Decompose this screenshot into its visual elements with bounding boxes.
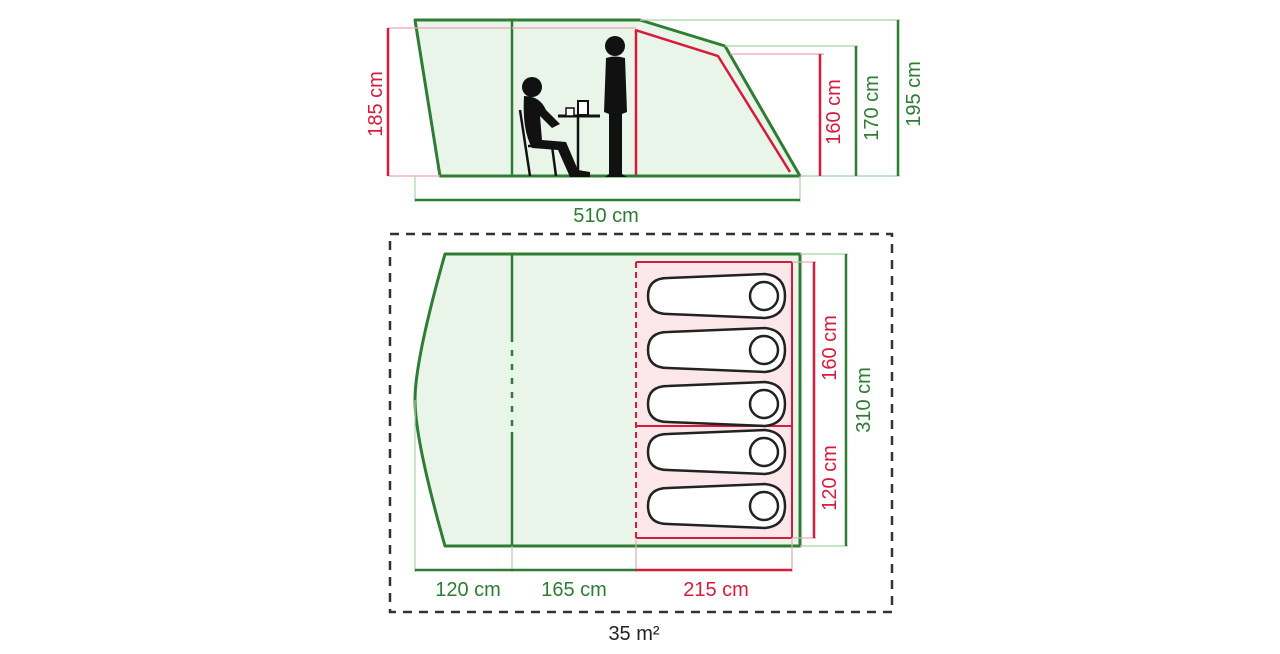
sleeping-bag-icon [646, 428, 787, 476]
side-view: 185 cm 160 cm 170 cm 195 cm 510 cm [365, 18, 925, 227]
max-height-label: 195 cm [903, 61, 925, 127]
bedroom-lower-width-label: 120 cm [819, 445, 841, 511]
side-bedroom-outline [634, 28, 792, 173]
bedroom-length-label: 215 cm [683, 579, 749, 601]
bedroom-upper-width-label: 160 cm [819, 315, 841, 381]
seated-person-icon [518, 77, 590, 177]
area-label: 35 m² [608, 623, 659, 645]
porch-length-label: 120 cm [435, 579, 501, 601]
rear-height-label: 170 cm [861, 75, 883, 141]
floor-plan: 160 cm 120 cm 310 cm 120 cm 165 cm 215 c… [388, 232, 894, 645]
sleeping-bag-icon [646, 482, 787, 530]
bedroom-height-label: 160 cm [823, 79, 845, 145]
sleeping-bag-icon [646, 272, 787, 320]
total-width-label: 310 cm [853, 367, 875, 433]
table-icon [558, 100, 600, 176]
sleeping-bag-icon [646, 326, 787, 374]
standing-person-icon [604, 36, 627, 177]
length-label: 510 cm [573, 205, 639, 227]
front-height-label: 185 cm [365, 71, 387, 137]
footprint-border [388, 232, 894, 614]
sleeping-bag-icon [646, 380, 787, 428]
living-length-label: 165 cm [541, 579, 607, 601]
sleeping-bags [646, 272, 787, 530]
